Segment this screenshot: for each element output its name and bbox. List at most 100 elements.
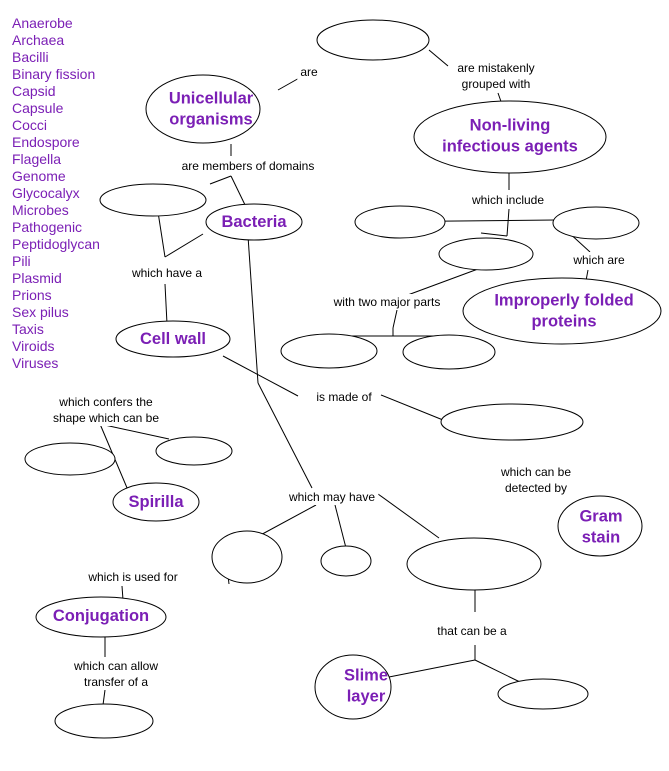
blank-oval xyxy=(54,703,154,739)
link-are-mistakenly-grouped-with-background xyxy=(454,60,538,92)
word-bank-item: Taxis xyxy=(12,321,44,337)
unicellular-oval xyxy=(316,19,430,61)
link-with-two-major-parts-background xyxy=(329,294,444,310)
link-is-made-of: is made of xyxy=(316,390,372,404)
word-bank-item: Bacilli xyxy=(12,49,49,65)
gram-stain-concept-oval xyxy=(557,495,643,557)
word-bank-item: Binary fission xyxy=(12,66,96,82)
word-bank-item: Endospore xyxy=(12,134,80,150)
link-which-include-line: which include xyxy=(471,193,544,207)
blank-oval xyxy=(280,333,378,369)
word-bank-item: Peptidoglycan xyxy=(12,236,100,252)
link-which-are-background xyxy=(569,252,629,268)
link-are-members-of-domains: are members of domains xyxy=(182,159,315,173)
blank-oval xyxy=(99,183,207,217)
link-are-mistakenly-grouped-with-line: grouped with xyxy=(462,77,531,91)
connector-line xyxy=(209,175,232,185)
concept-non-living-infectious-agents-line: infectious agents xyxy=(442,138,578,156)
word-bank-item: Viroids xyxy=(12,338,55,354)
concept-improperly-folded-proteins-line: proteins xyxy=(531,313,596,331)
connector-line xyxy=(392,309,398,329)
bacteria-concept-oval xyxy=(205,203,303,241)
non-living-concept-oval xyxy=(413,100,607,174)
concept-spirilla: Spirilla xyxy=(128,493,184,511)
word-bank-item: Cocci xyxy=(12,117,48,133)
connector-line xyxy=(164,283,168,325)
link-are-line: are xyxy=(300,65,318,79)
slime-layer-concept-oval xyxy=(314,654,392,720)
word-bank-item: Pili xyxy=(12,253,31,269)
unicellular-concept-oval xyxy=(145,74,261,144)
concept-improperly-folded-proteins-line: Improperly folded xyxy=(494,292,633,310)
blank-oval xyxy=(497,678,589,710)
link-which-is-used-for-background xyxy=(84,569,181,585)
improperly-folded-concept-oval xyxy=(462,277,662,345)
concept-gram-stain-line: stain xyxy=(582,529,621,547)
conjugation-concept-oval xyxy=(35,596,167,638)
link-that-can-be-a: that can be a xyxy=(437,624,507,638)
word-bank-item: Pathogenic xyxy=(12,219,83,235)
word-bank-item: Anaerobe xyxy=(12,15,73,31)
link-which-include: which include xyxy=(471,193,544,207)
connector-line xyxy=(164,233,204,258)
concept-non-living-infectious-agents: Non-living infectious agents xyxy=(442,117,578,156)
link-which-include-background xyxy=(467,192,548,208)
spirilla-concept-oval xyxy=(112,482,200,522)
link-that-can-be-a-line: that can be a xyxy=(437,624,507,638)
concept-spirilla-line: Spirilla xyxy=(128,493,184,511)
connector-line xyxy=(99,423,170,440)
connector-line xyxy=(230,175,248,210)
concept-bacteria: Bacteria xyxy=(221,213,287,231)
concept-bacteria-line: Bacteria xyxy=(221,213,287,231)
link-which-can-be-detected-by-background xyxy=(496,464,575,496)
concept-ovals xyxy=(24,19,662,739)
link-which-may-have-background xyxy=(284,489,379,505)
word-bank-item: Capsid xyxy=(12,83,56,99)
connector-line xyxy=(157,211,166,258)
blank-oval xyxy=(440,403,584,441)
link-which-can-be-detected-by-line: which can be xyxy=(500,465,571,479)
link-which-can-allow-transfer-of-a: which can allow transfer of a xyxy=(73,659,158,689)
link-that-can-be-a-background xyxy=(434,623,511,639)
link-with-two-major-parts: with two major parts xyxy=(333,295,441,309)
blank-oval xyxy=(211,530,283,584)
link-are-members-of-domains-line: are members of domains xyxy=(182,159,315,173)
connector-line xyxy=(480,232,508,237)
concept-non-living-infectious-agents-line: Non-living xyxy=(470,117,551,135)
connector-line xyxy=(506,208,510,237)
connector-line xyxy=(102,689,106,706)
blank-oval xyxy=(402,334,496,370)
link-which-have-a-background xyxy=(127,265,206,281)
blank-oval xyxy=(406,537,542,591)
concept-slime-layer-line: Slime xyxy=(344,667,388,685)
word-bank-item: Prions xyxy=(12,287,52,303)
link-which-are: which are xyxy=(572,253,625,267)
word-bank-item: Genome xyxy=(12,168,66,184)
word-bank-item: Glycocalyx xyxy=(12,185,80,201)
blank-oval xyxy=(552,206,640,240)
concept-cell-wall: Cell wall xyxy=(140,330,206,348)
link-are-background xyxy=(297,64,321,80)
blank-oval xyxy=(155,436,233,466)
word-bank-item: Microbes xyxy=(12,202,69,218)
concept-improperly-folded-proteins: Improperly folded proteins xyxy=(494,292,633,331)
connector-line xyxy=(222,355,299,397)
concept-gram-stain-line: Gram xyxy=(579,508,622,526)
blank-oval xyxy=(320,545,372,577)
link-which-can-allow-transfer-of-a-line: transfer of a xyxy=(84,675,148,689)
concept-unicellular-organisms-line: Unicellular xyxy=(169,90,254,108)
link-which-can-allow-transfer-of-a-line: which can allow xyxy=(73,659,158,673)
link-are-members-of-domains-background xyxy=(178,158,318,174)
blank-oval xyxy=(354,205,446,239)
link-which-confers-the-shape-background xyxy=(49,394,163,426)
concept-conjugation-line: Conjugation xyxy=(53,607,149,625)
concept-gram-stain: Gram stain xyxy=(579,508,622,547)
connector-line xyxy=(388,659,476,678)
link-with-two-major-parts-line: with two major parts xyxy=(333,295,441,309)
word-bank-item: Plasmid xyxy=(12,270,62,286)
link-which-are-line: which are xyxy=(572,253,625,267)
